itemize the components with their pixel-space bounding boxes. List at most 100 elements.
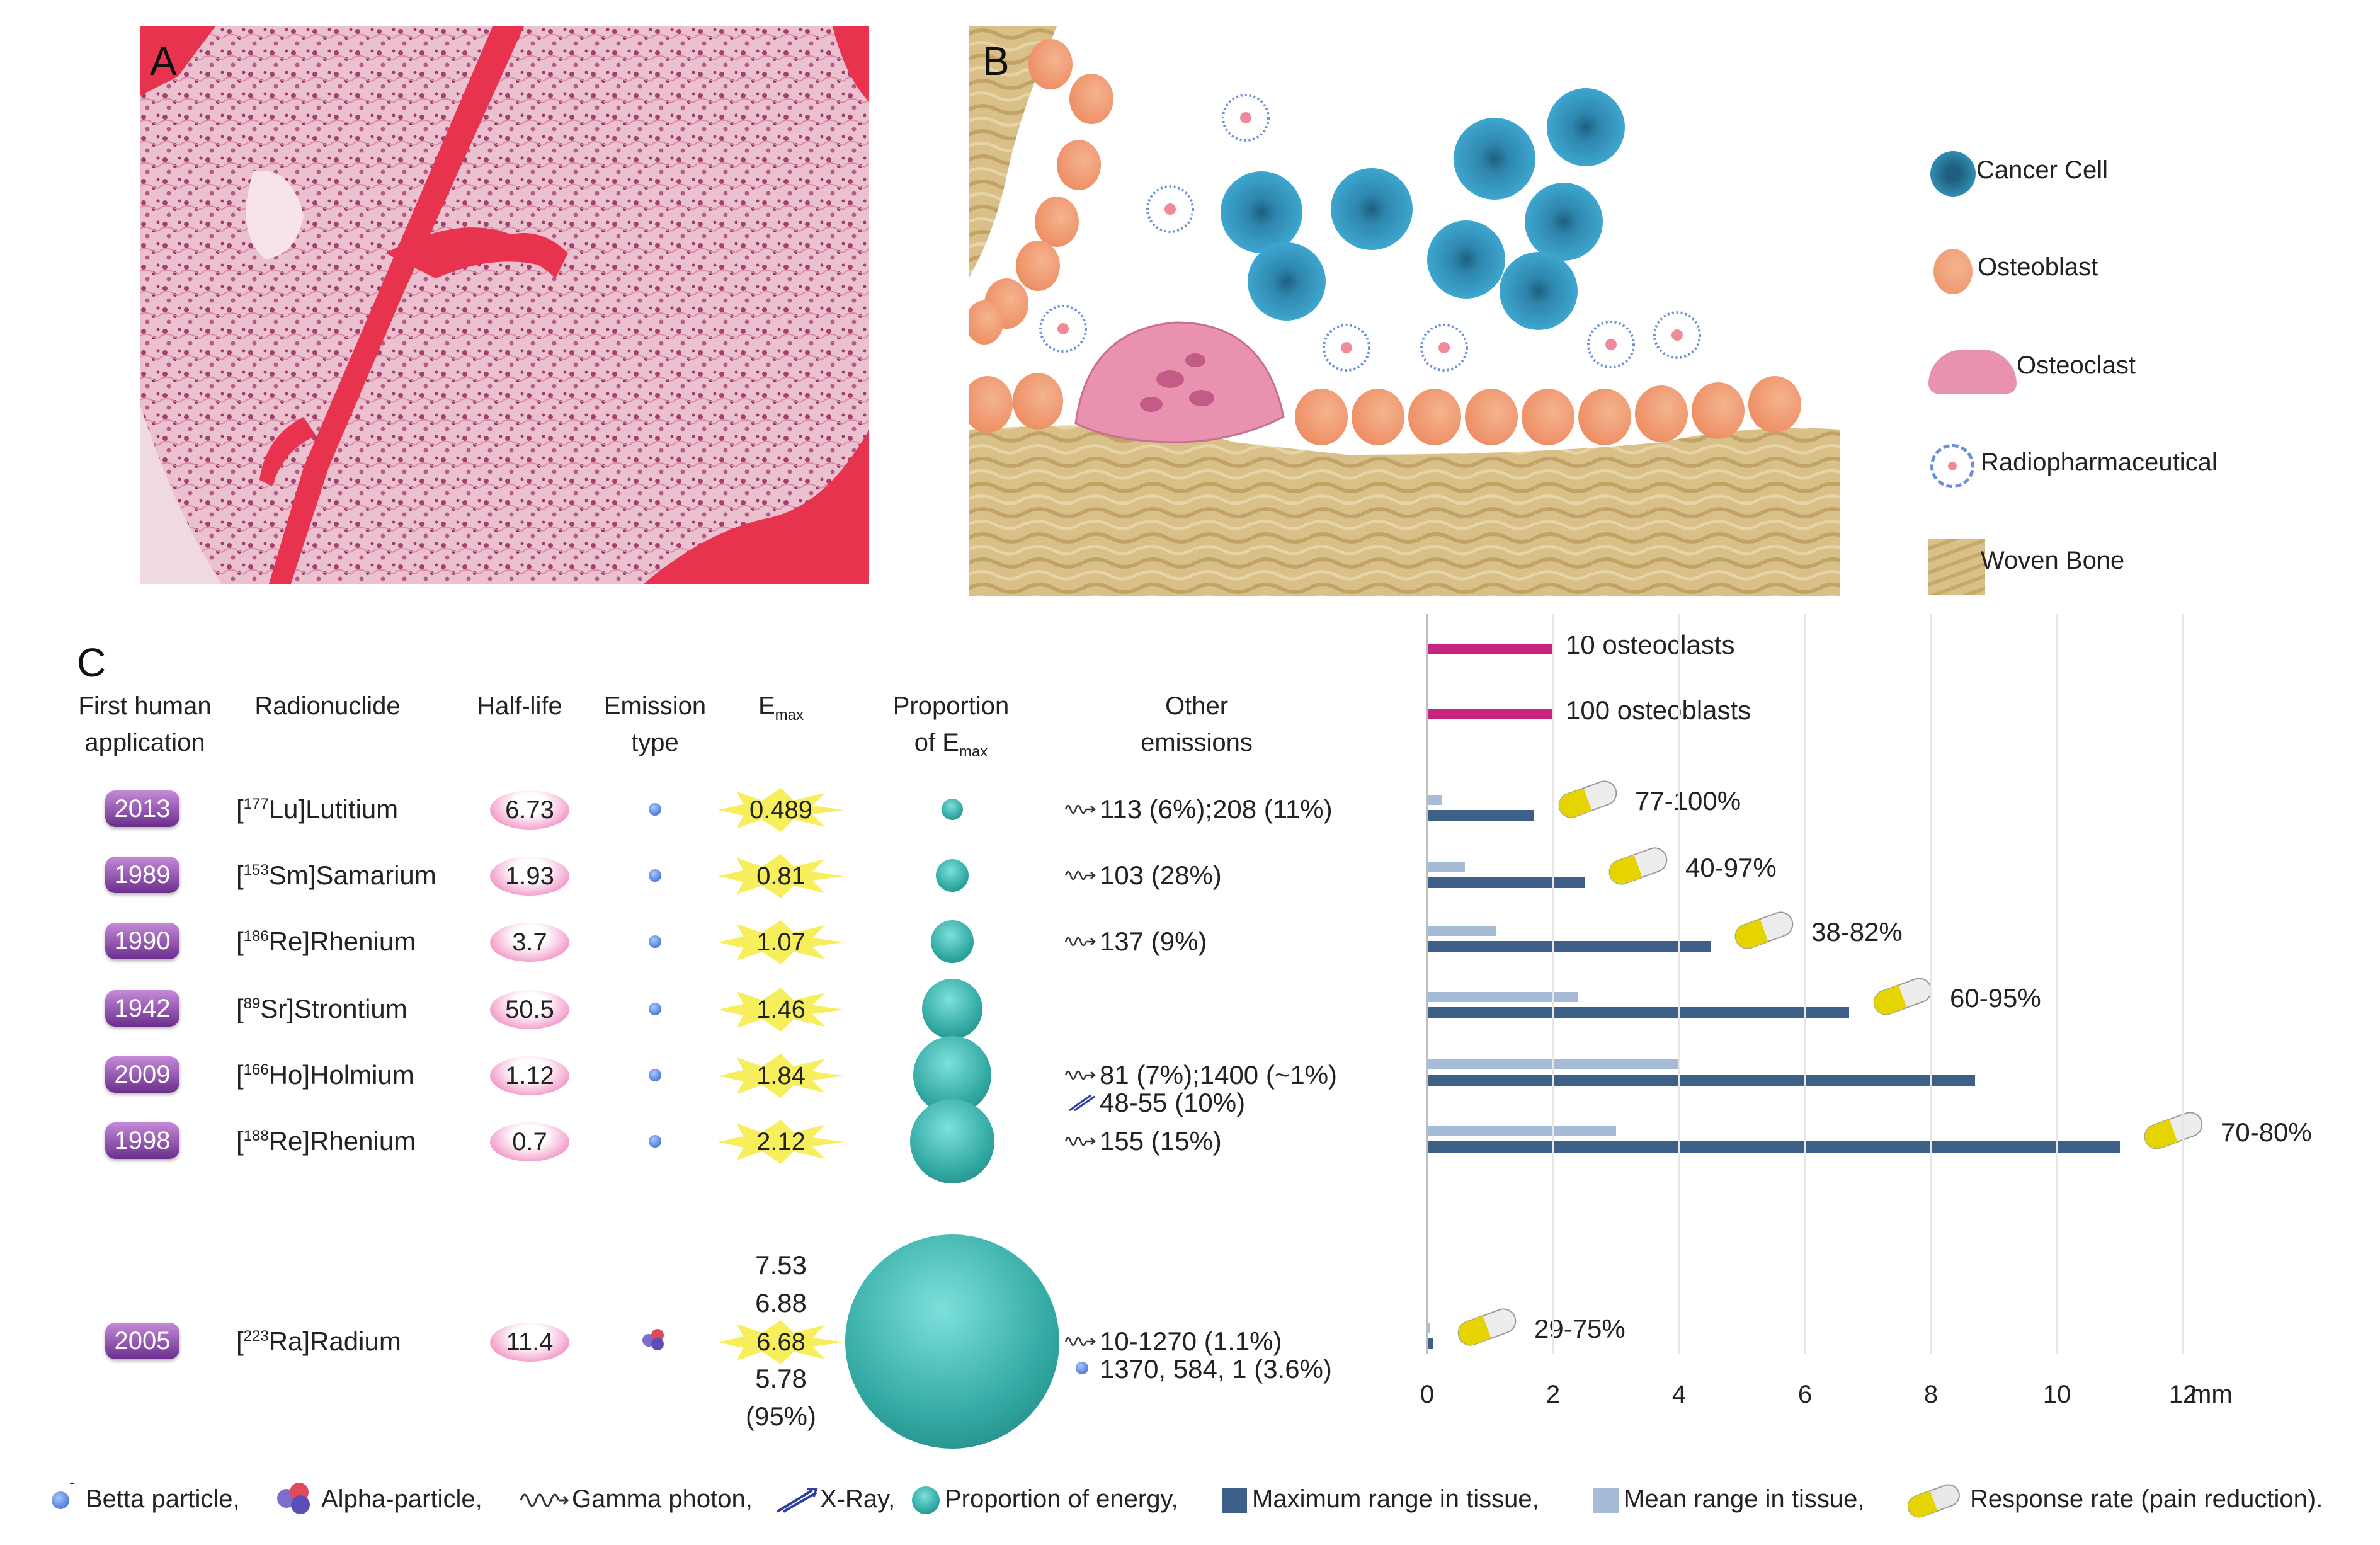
x-tick-label: 12 <box>2168 1381 2197 1408</box>
energy-proportion-ball <box>936 859 969 892</box>
x-tick-label: 8 <box>1923 1381 1939 1408</box>
proportion-energy-icon <box>912 1486 940 1514</box>
beta-particle-icon <box>649 1003 661 1015</box>
legend-max-range: Maximum range in tissue, <box>1252 1485 1539 1513</box>
beta-particle-icon <box>1076 1362 1088 1374</box>
energy-proportion-ball <box>931 920 974 963</box>
other-emissions-secondary: 1370, 584, 1 (3.6%) <box>1100 1354 1332 1384</box>
half-life-badge: 3.7 <box>490 923 569 962</box>
chart-gridline <box>1930 614 1932 1354</box>
osteoclast-icon <box>1928 350 2017 394</box>
legend-osteoblast: Osteoblast <box>1978 253 2098 281</box>
chart-gridline <box>1426 614 1428 1354</box>
year-badge: 1989 <box>105 857 179 893</box>
emax-burst: 1.07 <box>718 920 844 964</box>
radium-emax-extra: 7.53 <box>755 1250 807 1280</box>
beta-particle-icon <box>649 935 661 948</box>
xray-icon <box>776 1488 818 1513</box>
response-pill-icon <box>1873 978 1932 1015</box>
response-pill-icon <box>1608 847 1668 885</box>
half-life-badge: 1.12 <box>490 1056 569 1095</box>
other-emissions-primary: 103 (28%) <box>1100 860 1222 890</box>
response-rate-label: 29-75% <box>1534 1314 1626 1343</box>
panel-a-histology-image <box>140 26 869 584</box>
radium-emax-extra: 5.78 <box>755 1364 807 1393</box>
year-badge: 2013 <box>105 790 179 827</box>
reference-bar <box>1427 644 1553 654</box>
response-pill-icon <box>2144 1112 2203 1149</box>
chart-gridline <box>1804 614 1806 1354</box>
response-pill-icon <box>1457 1308 1517 1346</box>
energy-proportion-ball <box>922 979 982 1039</box>
radium-emax-extra: 6.88 <box>755 1288 807 1318</box>
max-range-bar <box>1427 810 1534 821</box>
panel-b-diagram <box>969 26 1840 596</box>
x-tick-label: 2 <box>1546 1381 1561 1408</box>
radionuclide-name: [188Re]Rhenium <box>236 1126 416 1156</box>
gamma-photon-icon <box>520 1493 569 1507</box>
reference-bar-label: 100 osteoblasts <box>1566 695 1751 725</box>
half-life-badge: 1.93 <box>490 857 569 896</box>
year-badge: 2009 <box>105 1056 179 1093</box>
other-emissions-secondary: 48-55 (10%) <box>1100 1088 1246 1117</box>
year-badge: 1998 <box>105 1122 179 1159</box>
legend-gamma: Gamma photon, <box>572 1485 753 1513</box>
radium-emax-extra: (95%) <box>745 1401 817 1431</box>
beta-particle-icon <box>649 1135 661 1148</box>
max-range-bar <box>1427 1338 1433 1349</box>
panel-c-label: C <box>77 640 106 685</box>
half-life-badge: 50.5 <box>490 990 569 1029</box>
other-emissions-primary: 137 (9%) <box>1100 926 1207 956</box>
max-range-bar <box>1427 1141 2120 1153</box>
response-rate-label: 77-100% <box>1635 786 1741 816</box>
emax-burst: 1.46 <box>718 988 844 1032</box>
radionuclide-name: [166Ho]Holmium <box>236 1060 414 1090</box>
energy-proportion-ball <box>942 799 963 820</box>
max-range-bar <box>1427 1075 1975 1086</box>
x-tick-label: 4 <box>1671 1381 1687 1408</box>
radionuclide-name: [223Ra]Radium <box>236 1326 401 1356</box>
year-badge: 1990 <box>105 923 179 959</box>
response-pill-icon <box>1558 780 1617 818</box>
max-range-bar <box>1427 877 1585 888</box>
radiopharmaceutical-icon <box>1930 444 1974 488</box>
panel-a-label: A <box>150 38 177 84</box>
half-life-badge: 0.7 <box>490 1122 569 1161</box>
reference-bar <box>1427 709 1553 719</box>
chart-gridline <box>1552 614 1554 1354</box>
alpha-particle-icon <box>277 1483 315 1514</box>
chart-gridline <box>2056 614 2058 1354</box>
gamma-photon-icon <box>1064 870 1096 881</box>
xray-icon <box>1069 1094 1095 1112</box>
emax-burst: 0.489 <box>718 788 844 832</box>
radionuclide-name: [177Lu]Lutitium <box>236 794 399 824</box>
gamma-photon-icon <box>1064 1070 1096 1080</box>
header-emax: Emax <box>758 692 804 724</box>
response-rate-label: 38-82% <box>1811 917 1903 947</box>
max-range-bar <box>1427 1007 1849 1018</box>
cancer-cell-icon <box>1930 151 1976 197</box>
legend-alpha: Alpha-particle, <box>321 1485 482 1513</box>
half-life-badge: 6.73 <box>490 790 569 830</box>
other-emissions-primary: 113 (6%);208 (11%) <box>1100 794 1333 824</box>
panel-b-label: B <box>982 38 1010 84</box>
legend-response-rate: Response rate (pain reduction). <box>1970 1485 2323 1513</box>
gamma-photon-icon <box>1064 937 1096 947</box>
histology-illustration <box>140 26 869 584</box>
x-tick-label: 0 <box>1420 1381 1435 1408</box>
chart-gridline <box>2182 614 2184 1354</box>
beta-particle-icon <box>649 1069 661 1081</box>
mean-range-bar <box>1427 992 1578 1002</box>
reference-bar-label: 10 osteoclasts <box>1566 630 1735 659</box>
emax-burst: 1.84 <box>718 1054 844 1098</box>
emax-burst: 2.12 <box>718 1120 844 1164</box>
x-tick-label: 10 <box>2042 1381 2071 1408</box>
gamma-photon-icon <box>1064 1337 1096 1347</box>
beta-particle-icon <box>649 803 661 816</box>
radionuclide-name: [186Re]Rhenium <box>236 926 416 956</box>
mean-range-bar <box>1427 1126 1616 1136</box>
gamma-photon-icon <box>1064 1136 1096 1146</box>
year-badge: 1942 <box>105 990 179 1027</box>
response-rate-label: 70-80% <box>2221 1117 2312 1147</box>
pill-icon <box>1907 1484 1960 1518</box>
